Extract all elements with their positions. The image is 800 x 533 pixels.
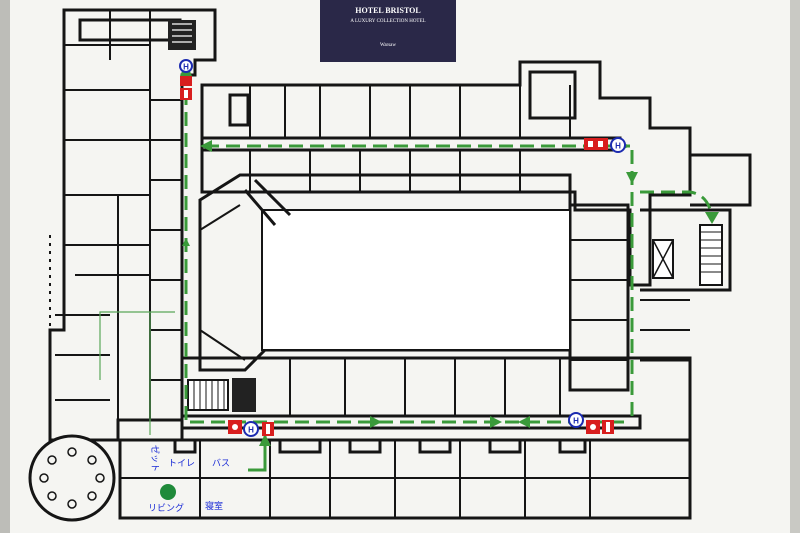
south-wing <box>118 356 692 520</box>
label-living: リビング <box>148 502 184 514</box>
elevator-icon <box>568 412 584 428</box>
you-are-here-marker <box>160 484 176 500</box>
elevator-icon <box>610 137 626 153</box>
elevator-icon <box>179 59 193 73</box>
rotunda <box>28 434 116 522</box>
hotel-city: Warsaw <box>380 43 396 48</box>
courtyard <box>198 173 572 372</box>
label-closet: ゼット <box>149 445 161 472</box>
svg-text:H: H <box>183 63 189 72</box>
staircase-south <box>187 378 256 412</box>
east-service-core <box>652 224 723 286</box>
staircase-north <box>168 20 196 50</box>
svg-text:H: H <box>615 142 621 151</box>
emergency-station-north-west: H <box>179 59 193 100</box>
fire-alarm-icon <box>180 76 192 86</box>
hotel-title: HOTEL BRISTOL <box>355 6 420 15</box>
fire-alarm-icon <box>584 138 608 150</box>
label-bath: バス <box>212 458 230 469</box>
label-bedroom: 寝室 <box>205 500 223 512</box>
emergency-station-south-east: H <box>568 412 614 434</box>
elevator-icon <box>243 421 259 437</box>
hotel-sign: HOTEL BRISTOL A LUXURY COLLECTION HOTEL … <box>320 0 456 62</box>
emergency-station-south-west: H <box>228 420 274 437</box>
label-toilet: トイレ <box>168 459 195 469</box>
svg-text:H: H <box>248 426 254 435</box>
svg-text:H: H <box>573 417 579 426</box>
emergency-station-north-east: H <box>584 137 626 153</box>
hotel-subtitle: A LUXURY COLLECTION HOTEL <box>350 19 425 24</box>
room-labels: ゼット トイレ バス リビング 寝室 <box>148 445 230 514</box>
